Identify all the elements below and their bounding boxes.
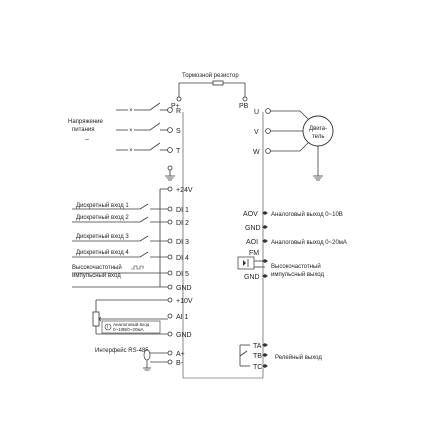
warning-icon bbox=[104, 323, 112, 331]
breaker-t-icon: × bbox=[129, 148, 133, 154]
di2-description: Дискретный вход 2 bbox=[76, 214, 129, 221]
di4-description: Дискретный вход 4 bbox=[76, 249, 129, 256]
fm-description-line2: импульсный выход bbox=[271, 271, 325, 278]
terminal-di4 bbox=[167, 254, 173, 260]
pb-label: PB bbox=[239, 103, 249, 110]
potentiometer-icon bbox=[92, 311, 100, 327]
aov-label: AOV bbox=[243, 211, 258, 218]
motor-label-line2: тель bbox=[312, 134, 324, 140]
twisted-pair-icon bbox=[143, 349, 151, 361]
tc-label: TC bbox=[253, 364, 262, 371]
a-plus-label: A+ bbox=[176, 351, 185, 358]
terminal-aoi bbox=[262, 239, 268, 243]
brake-resistor-label: Тормозной резистор bbox=[182, 72, 239, 79]
terminal-t bbox=[167, 147, 173, 153]
relay-description: Релейный выход bbox=[275, 354, 322, 361]
terminal-gnd-fm bbox=[262, 274, 268, 278]
analog-input-note-line2: 0~10В/0~20мА bbox=[113, 327, 144, 332]
terminal-gnd-ai bbox=[167, 331, 173, 337]
terminal-r-label: R bbox=[176, 108, 181, 115]
ta-label: TA bbox=[253, 343, 262, 350]
terminal-24v bbox=[167, 186, 173, 192]
aov-description: Аналоговый выход 0~10В bbox=[271, 211, 343, 218]
terminal-di5 bbox=[167, 270, 173, 276]
terminal-u bbox=[265, 108, 271, 114]
power-label-line2: питания bbox=[72, 127, 95, 133]
terminal-gnd-in bbox=[167, 284, 173, 290]
terminal-u-label: U bbox=[254, 109, 259, 116]
v24-label: +24V bbox=[176, 187, 193, 194]
p-plus-label: P+ bbox=[171, 103, 180, 110]
v10-label: +10V bbox=[176, 298, 193, 305]
terminal-ta bbox=[262, 343, 268, 347]
terminal-w bbox=[265, 148, 271, 154]
di5-label: DI 5 bbox=[176, 271, 189, 278]
hs-input-label-line1: Высокочастотный bbox=[72, 264, 122, 271]
di3-label: DI 3 bbox=[176, 239, 189, 246]
breaker-r-icon: × bbox=[129, 108, 133, 114]
terminal-s bbox=[167, 127, 173, 133]
fm-description-line1: Высокочастотный bbox=[271, 263, 321, 270]
terminal-pe-in bbox=[167, 165, 173, 171]
aoi-label: AOI bbox=[246, 239, 258, 246]
terminal-10v bbox=[167, 297, 173, 303]
rs485-label: Интерфейс RS-485 bbox=[95, 347, 149, 354]
terminal-r bbox=[167, 107, 173, 113]
terminal-t-label: T bbox=[176, 148, 181, 155]
analog-input-note-line1: Аналоговый вход bbox=[113, 321, 150, 327]
warning-icon-glyph: ! bbox=[107, 325, 108, 331]
terminal-di1 bbox=[167, 206, 173, 212]
di2-label: DI 2 bbox=[176, 220, 189, 227]
terminal-a-plus bbox=[167, 350, 173, 356]
di4-label: DI 4 bbox=[176, 255, 189, 262]
pulse-icon bbox=[131, 265, 144, 270]
di3-description: Дискретный вход 3 bbox=[76, 233, 129, 240]
aoi-description: Аналоговый выход 0~20мА bbox=[271, 239, 347, 246]
terminal-w-label: W bbox=[253, 149, 260, 156]
fm-label: FM bbox=[249, 250, 259, 257]
terminal-pb bbox=[242, 96, 248, 102]
terminal-v bbox=[265, 128, 271, 134]
gnd-ai-label: GND bbox=[176, 332, 192, 339]
terminal-di2 bbox=[167, 219, 173, 225]
gnd-in-label: GND bbox=[176, 285, 192, 292]
gnd-fm-label: GND bbox=[244, 274, 260, 281]
terminal-gnd-ao bbox=[262, 225, 268, 229]
terminal-v-label: V bbox=[254, 129, 259, 136]
di1-description: Дискретный вход 1 bbox=[76, 202, 129, 209]
analog-input-note-box bbox=[101, 320, 161, 334]
terminal-ai1 bbox=[167, 313, 173, 319]
hs-input-label-line2: импульсный вход bbox=[72, 272, 121, 279]
terminal-tb bbox=[262, 353, 268, 357]
power-label-line1: Напряжение bbox=[68, 119, 103, 125]
breaker-s-icon: × bbox=[129, 128, 133, 134]
ac-symbol: ~ bbox=[85, 137, 89, 144]
tb-label: TB bbox=[253, 353, 262, 360]
terminal-b-minus bbox=[167, 359, 173, 365]
opto-transistor-icon bbox=[243, 260, 246, 266]
terminal-tc bbox=[262, 364, 268, 368]
brake-resistor-symbol bbox=[212, 80, 224, 86]
b-minus-label: B- bbox=[176, 360, 184, 367]
gnd-ao-label: GND bbox=[245, 225, 261, 232]
terminal-s-label: S bbox=[176, 128, 181, 135]
terminal-fm bbox=[262, 259, 268, 263]
di1-label: DI 1 bbox=[176, 207, 189, 214]
ai1-label: AI 1 bbox=[176, 314, 189, 321]
terminal-p-plus bbox=[176, 96, 182, 102]
potentiometer-wiper-icon bbox=[98, 316, 103, 322]
motor-label-line1: Двига- bbox=[309, 126, 327, 132]
terminal-aov bbox=[262, 211, 268, 215]
terminal-di3 bbox=[167, 238, 173, 244]
